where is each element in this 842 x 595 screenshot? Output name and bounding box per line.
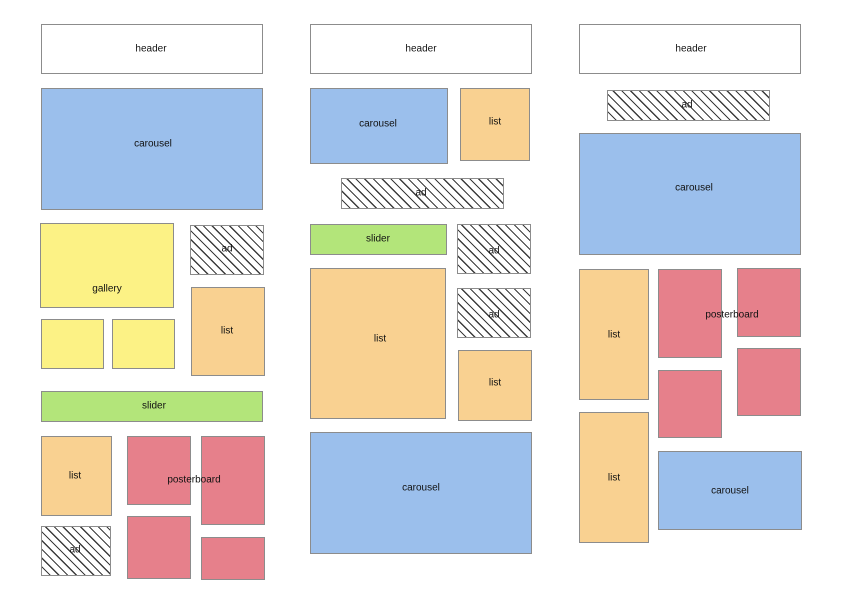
col2-carousel-block-bottom [310,432,532,554]
col1-ad-block-top [190,225,264,275]
col3-carousel-block-bottom [658,451,802,530]
col1-poster-block-4 [201,537,265,580]
col1-poster-block-2 [201,436,265,525]
col3-list-block-1 [579,269,649,400]
col3-poster-block-1 [658,269,722,358]
col1-poster-block-3 [127,516,191,579]
col1-ad-block-bottom [41,526,111,576]
col3-poster-block-2 [737,268,801,337]
col1-slider-block [41,391,263,422]
col1-poster-block-1 [127,436,191,505]
col2-list-block-small [458,350,532,421]
col3-ad-block [607,90,770,121]
col1-gallery-block-small-left [41,319,104,369]
col2-ad-block-wide [341,178,504,209]
col1-list-block-top [191,287,265,376]
col3-poster-block-4 [737,348,801,416]
col3-carousel-block-top [579,133,801,255]
col1-gallery-block-small-right [112,319,175,369]
col2-list-block-large [310,268,446,419]
col2-ad-block-2 [457,288,531,338]
col3-poster-block-3 [658,370,722,438]
col3-list-block-2 [579,412,649,543]
col2-carousel-block-top [310,88,448,164]
col2-slider-block [310,224,447,255]
col2-list-block-top [460,88,530,161]
col1-carousel-block [41,88,263,210]
col3-header-block [579,24,801,74]
col1-header-block [41,24,263,74]
col1-list-block-bottom [41,436,112,516]
col2-ad-block-1 [457,224,531,274]
col2-header-block [310,24,532,74]
col1-gallery-block-main [40,223,174,308]
